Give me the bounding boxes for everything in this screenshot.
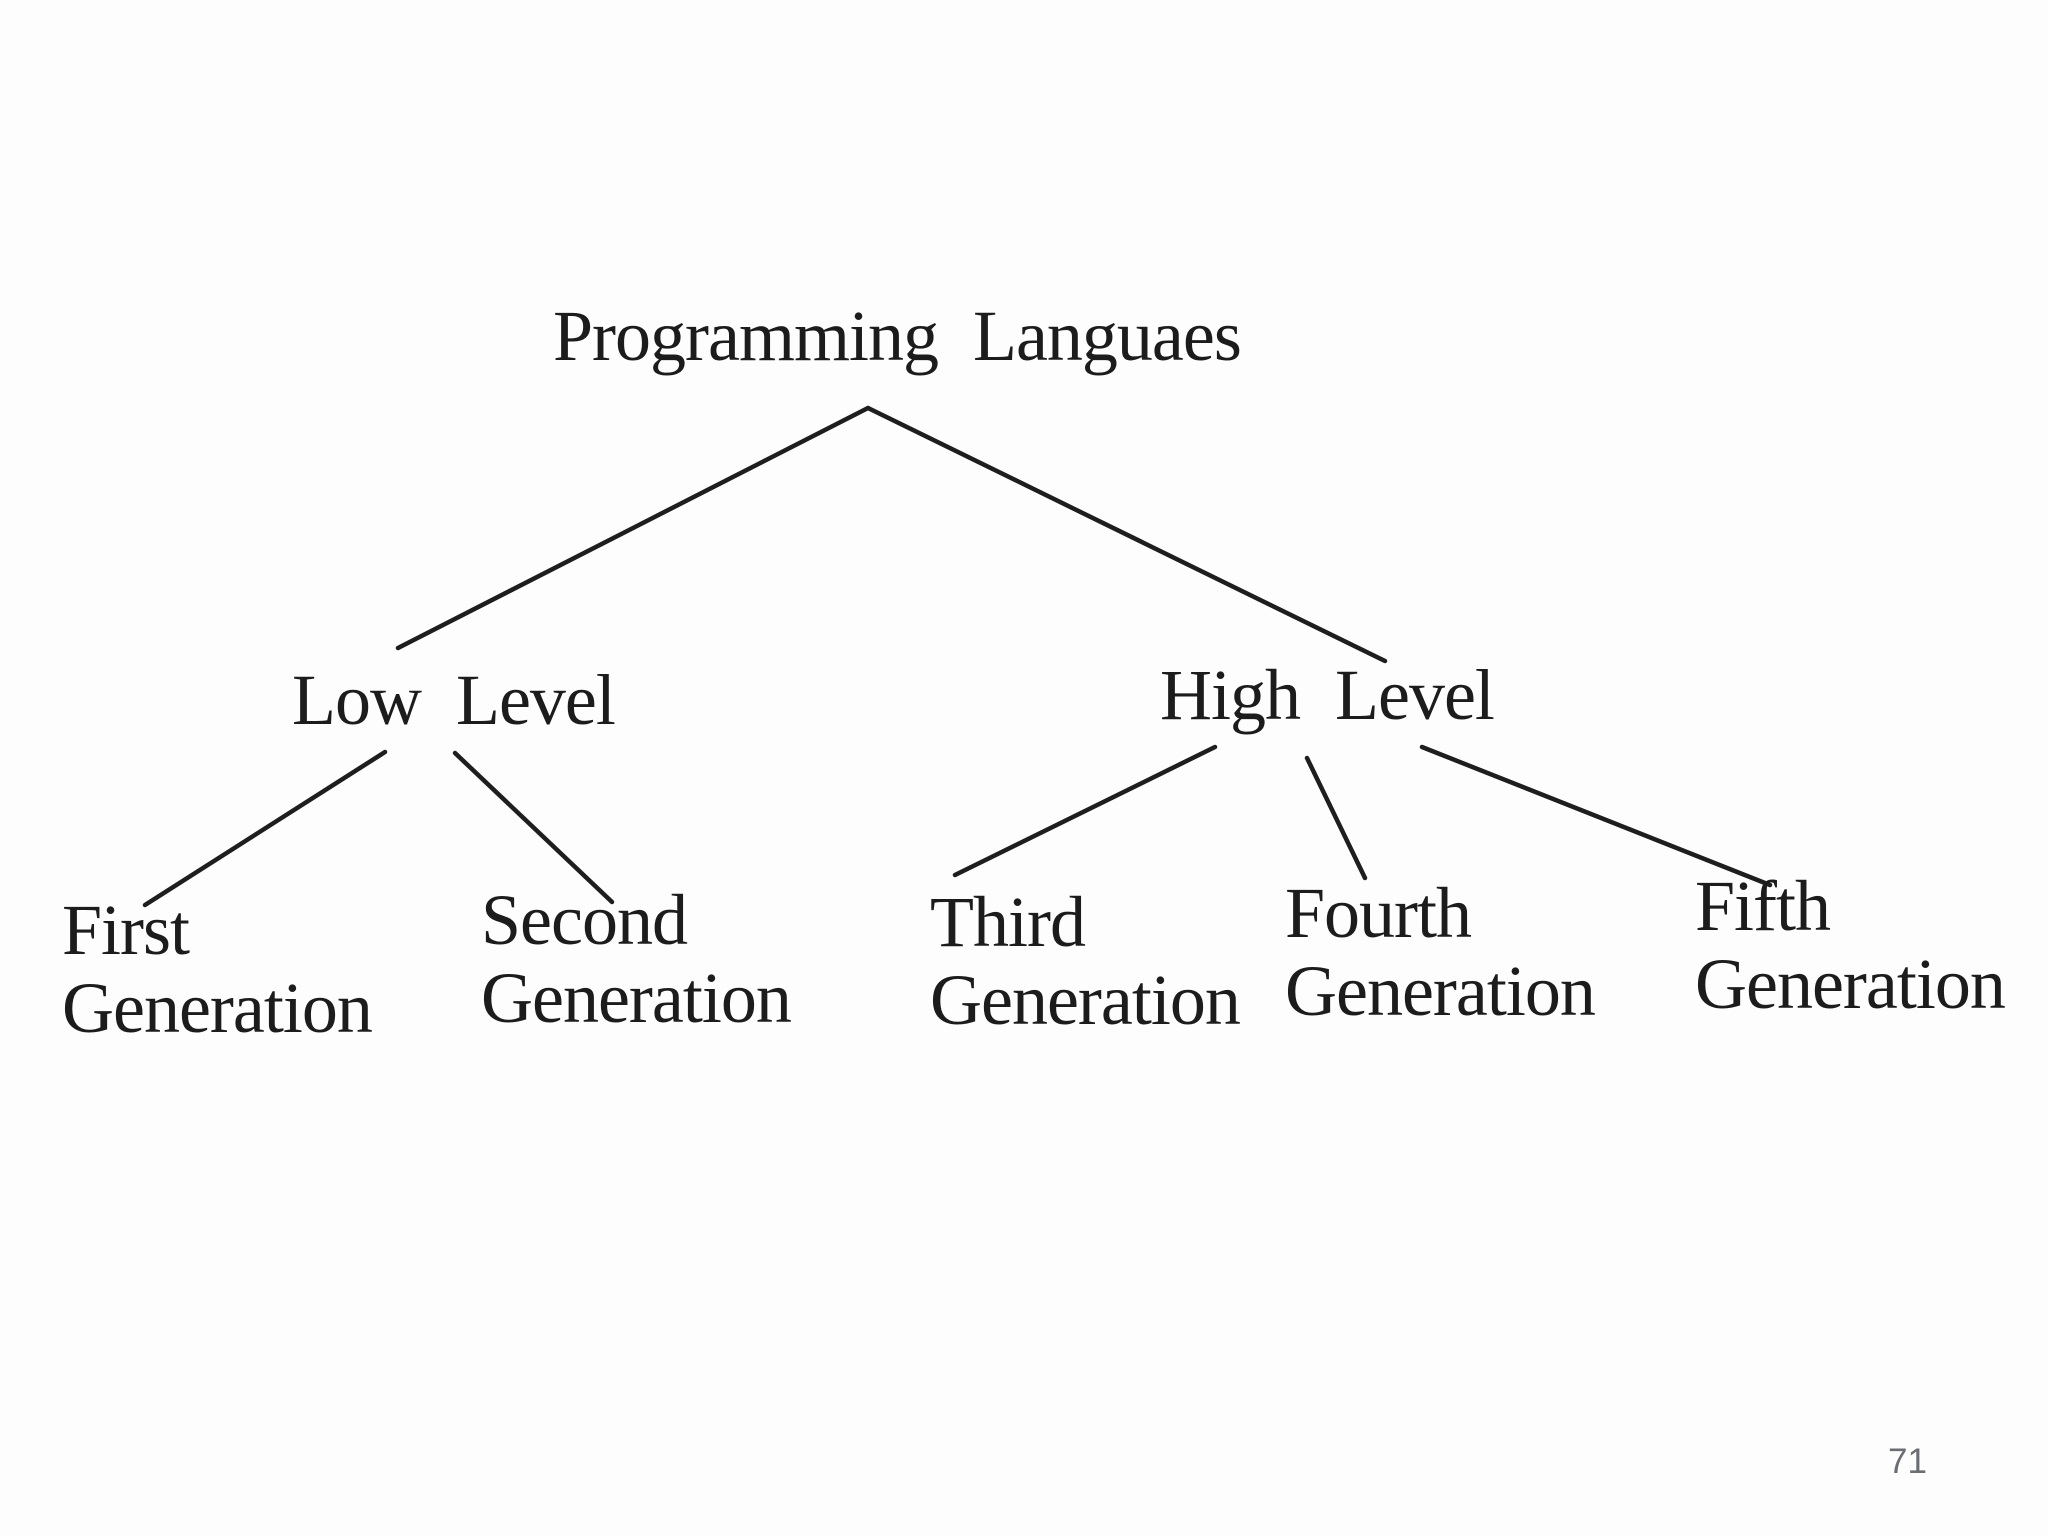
leaf-second-line2: Generation: [481, 958, 792, 1039]
leaf-fifth-line1: Fifth: [1695, 866, 1831, 946]
leaf-third-line2: Generation: [930, 960, 1241, 1041]
edge-root-to-low-level: [395, 405, 871, 651]
leaf-first-line1: First: [62, 890, 190, 970]
leaf-node-third-generation: Third Generation: [930, 882, 1241, 1041]
leaf-first-line2: Generation: [62, 968, 373, 1049]
edge-high-to-third-gen: [952, 744, 1218, 878]
edge-high-to-fifth-gen: [1419, 744, 1773, 888]
leaf-node-second-generation: Second Generation: [481, 880, 792, 1039]
leaf-fourth-line1: Fourth: [1285, 873, 1472, 953]
leaf-node-fifth-generation: Fifth Generation: [1695, 866, 2006, 1025]
leaf-node-first-generation: First Generation: [62, 890, 373, 1049]
branch-node-high-level: High Level: [1160, 655, 1495, 735]
branch-node-low-level: Low Level: [292, 660, 616, 740]
edge-high-to-fourth-gen: [1304, 755, 1368, 881]
edge-root-to-high-level: [865, 405, 1388, 664]
leaf-third-line1: Third: [930, 882, 1086, 962]
leaf-node-fourth-generation: Fourth Generation: [1285, 873, 1596, 1032]
leaf-second-line1: Second: [481, 880, 688, 960]
edge-low-to-second-gen: [452, 750, 615, 905]
leaf-fourth-line2: Generation: [1285, 951, 1596, 1032]
edge-low-to-first-gen: [142, 749, 388, 908]
root-node-programming-languages: Programming Languaes: [553, 296, 1242, 376]
leaf-fifth-line2: Generation: [1695, 944, 2006, 1025]
edge-group: [142, 405, 1773, 908]
page-number: 71: [1888, 1442, 1927, 1481]
